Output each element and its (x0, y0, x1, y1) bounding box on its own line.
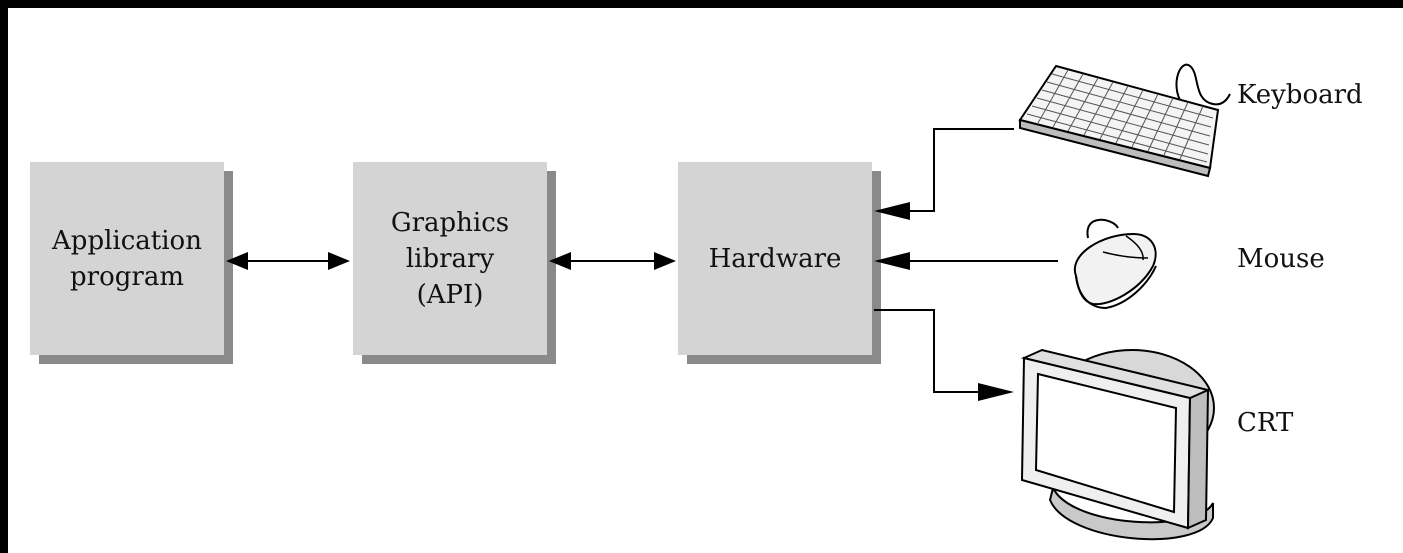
arrowhead-left-icon (874, 202, 910, 220)
graphics-library-box: Graphics library (API) (353, 162, 547, 355)
hardware-box: Hardware (678, 162, 872, 355)
graphics-library-label: Graphics library (API) (390, 207, 510, 310)
hardware-label: Hardware (708, 243, 842, 274)
arrowhead-right-icon (978, 383, 1014, 401)
diagram-canvas: Application program Graphics library (AP… (8, 8, 1403, 553)
arrowhead-left-icon (226, 252, 248, 270)
connectors-layer (226, 63, 1231, 541)
mouse-icon (1073, 218, 1157, 310)
application-program-box: Application program (30, 162, 224, 355)
keyboard-icon (1018, 63, 1231, 178)
arrowhead-right-icon (654, 252, 676, 270)
mouse-label: Mouse (1237, 244, 1325, 274)
application-program-label: Application program (52, 225, 202, 292)
arrowhead-left-icon (874, 252, 910, 270)
keyboard-hardware-connector (898, 128, 1014, 212)
crt-label: CRT (1237, 408, 1294, 438)
hardware-crt-connector (874, 309, 980, 393)
crt-monitor-icon (1020, 348, 1215, 541)
keyboard-label: Keyboard (1237, 80, 1363, 110)
arrowhead-right-icon (328, 252, 350, 270)
arrowhead-left-icon (549, 252, 571, 270)
